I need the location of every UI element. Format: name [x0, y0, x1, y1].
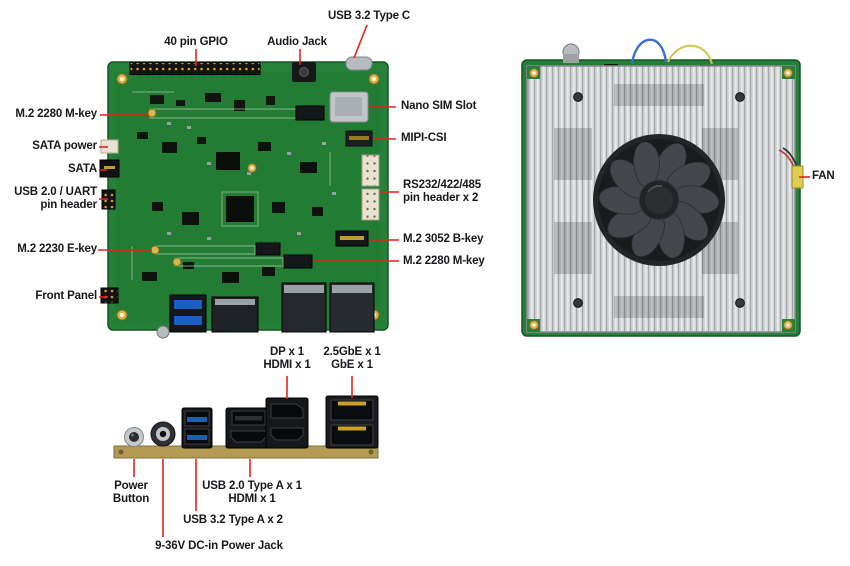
label-m2-2280-m-key-left: M.2 2280 M-key	[15, 108, 97, 120]
usb2-hdmi-stack	[225, 407, 273, 449]
rs232-pin-headers	[361, 154, 380, 221]
nano-sim-slot	[329, 91, 369, 123]
front-panel-header	[100, 287, 119, 304]
label-audio-jack: Audio Jack	[267, 36, 327, 48]
board-heatsink-illustration	[521, 38, 804, 337]
board-top-illustration	[99, 56, 389, 339]
label-usb2-type-a-hdmi: USB 2.0 Type A x 1 HDMI x 1	[202, 480, 302, 505]
label-dc-power-jack: 9-36V DC-in Power Jack	[155, 540, 283, 552]
label-usb32-type-c: USB 3.2 Type C	[327, 10, 411, 22]
m2-2280-m-key-connector-center	[172, 254, 313, 269]
label-rs232-pin-header: RS232/422/485 pin header x 2	[403, 179, 481, 204]
label-sata-power: SATA power	[32, 140, 97, 152]
mipi-csi-connector	[345, 130, 373, 147]
label-40pin-gpio: 40 pin GPIO	[164, 36, 228, 48]
label-m2-2230-e-key: M.2 2230 E-key	[17, 243, 97, 255]
label-ethernet: 2.5GbE x 1 GbE x 1	[323, 346, 381, 371]
label-m2-3052-b-key: M.2 3052 B-key	[403, 233, 484, 245]
label-power-button: Power Button	[112, 480, 150, 505]
sata-connector	[99, 159, 120, 178]
heatsink-screws	[573, 92, 745, 308]
label-usb2-uart-header: USB 2.0 / UART pin header	[14, 186, 97, 211]
blue-wire	[630, 38, 668, 65]
m2-3052-b-key-connector	[335, 230, 369, 247]
antenna-mount	[156, 325, 170, 339]
yellow-wire	[667, 44, 713, 65]
label-m2-2280-m-key-right: M.2 2280 M-key	[403, 255, 485, 267]
board-top-components	[131, 91, 336, 283]
heatsink-pockets	[554, 84, 738, 318]
leader-lines	[98, 24, 810, 537]
dp-hdmi-stack	[265, 397, 309, 449]
label-sata: SATA	[68, 163, 97, 175]
fan-connector	[778, 147, 804, 189]
usb-c-port	[345, 56, 373, 71]
label-nano-sim-slot: Nano SIM Slot	[401, 100, 477, 112]
label-front-panel: Front Panel	[35, 290, 97, 302]
fan	[593, 134, 725, 266]
label-usb32-type-a: USB 3.2 Type A x 2	[183, 514, 283, 526]
dc-power-jack	[150, 421, 176, 447]
m2-2280-m-key-slot	[147, 105, 325, 121]
rear-io-illustration	[113, 395, 379, 459]
label-fan: FAN	[812, 170, 835, 182]
ethernet-port-stack	[325, 395, 379, 449]
bottom-connector-blocks	[156, 282, 375, 339]
gpio-header	[129, 62, 261, 75]
label-dp-hdmi: DP x 1 HDMI x 1	[263, 346, 311, 371]
power-button	[124, 427, 144, 447]
usb32-port-stack	[181, 407, 213, 449]
audio-jack	[292, 62, 316, 82]
label-mipi-csi: MIPI-CSI	[401, 132, 447, 144]
